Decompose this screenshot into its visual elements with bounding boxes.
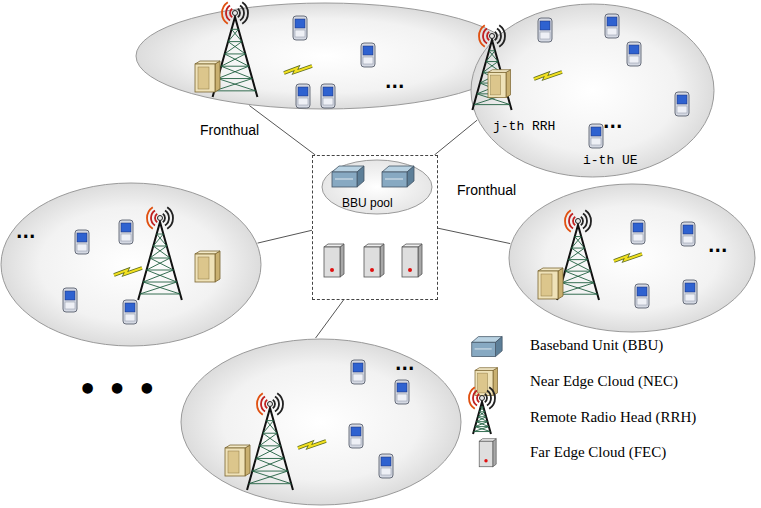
bbu-icon <box>382 166 414 187</box>
ue-phone-icon <box>681 222 695 246</box>
ue-phone-icon <box>63 288 77 312</box>
fec-server-icon <box>324 244 344 277</box>
rrh-tower-icon <box>472 25 511 110</box>
ellipse-outline <box>509 184 755 332</box>
ellipsis-mark: ... <box>16 222 35 242</box>
bbu-pool-ellipse: BBU pool <box>321 159 433 215</box>
ue-phone-icon <box>75 230 89 254</box>
legend-text: Baseband Unit (BBU) <box>530 337 663 354</box>
wireless-link-icon <box>284 66 312 73</box>
wireless-link-icon <box>298 441 326 448</box>
fronthaul-link <box>434 120 477 155</box>
cell-ellipse: j-th RRH i-th UE... <box>470 3 715 178</box>
ellipsis-mark: ... <box>708 236 727 256</box>
legend-text: Far Edge Cloud (FEC) <box>530 444 666 461</box>
rrh-tower-icon <box>557 210 599 300</box>
nec-cabinet-icon <box>195 61 220 92</box>
cell-ellipse: ... <box>135 2 515 110</box>
rrh-tower-icon <box>138 207 182 300</box>
ue-phone-icon <box>683 280 697 304</box>
rrh-label: j-th RRH <box>493 119 555 134</box>
nec-cabinet-icon <box>475 368 498 396</box>
fec-server-icon <box>402 244 422 277</box>
ue-phone-icon <box>293 16 307 40</box>
nec-cabinet-icon <box>538 268 563 299</box>
ellipsis-mark: ... <box>603 112 622 132</box>
nec-cabinet-icon <box>488 70 511 98</box>
nec-cabinet-icon <box>225 445 250 476</box>
ellipse-outline <box>471 4 714 177</box>
ue-phone-icon <box>119 220 133 244</box>
ue-phone-icon <box>627 42 641 66</box>
cell-ellipse: ... <box>0 182 262 347</box>
ue-phone-icon <box>321 84 335 108</box>
ellipse-outline <box>136 3 514 109</box>
ellipse-outline <box>180 338 462 506</box>
cell-ellipse: ... <box>180 338 462 506</box>
ue-phone-icon <box>538 18 552 42</box>
fronthaul-link <box>258 230 312 243</box>
ue-label: i-th UE <box>583 153 638 168</box>
rrh-tower-icon <box>247 393 293 490</box>
wireless-link-icon <box>614 254 642 261</box>
rrh-tower-icon <box>213 2 258 97</box>
ellipse-outline <box>181 339 461 505</box>
ellipsis-mark: ... <box>385 72 404 92</box>
rrh-tower-icon <box>469 387 495 434</box>
ue-phone-icon <box>605 14 619 38</box>
ellipse-outline <box>508 183 756 333</box>
wireless-link-icon <box>534 72 562 79</box>
ue-phone-icon <box>635 284 649 308</box>
ellipse-outline <box>322 160 432 214</box>
ue-phone-icon <box>123 300 137 324</box>
legend-text: Near Edge Cloud (NEC) <box>530 373 678 390</box>
ellipsis-mark: ... <box>395 354 414 374</box>
ue-phone-icon <box>349 424 363 448</box>
legend-text: Remote Radio Head (RRH) <box>530 409 696 426</box>
fec-server-icon <box>364 244 384 277</box>
ellipse-outline <box>470 3 715 178</box>
wireless-link-icon <box>114 268 142 275</box>
fronthaul-link <box>316 300 344 338</box>
central-dashed-box: BBU pool <box>312 155 438 300</box>
ue-phone-icon <box>351 360 365 384</box>
bbu-icon <box>472 337 502 357</box>
ue-phone-icon <box>296 84 310 108</box>
ue-phone-icon <box>631 220 645 244</box>
fronthaul-link <box>438 228 510 243</box>
pool-label: BBU pool <box>342 196 393 210</box>
bbu-icon <box>332 166 364 187</box>
ue-phone-icon <box>589 124 603 148</box>
ue-phone-icon <box>675 92 689 116</box>
ellipse-outline <box>135 2 515 110</box>
ue-phone-icon <box>361 43 375 67</box>
fec-server-icon <box>479 439 496 467</box>
link-label: Fronthual <box>455 182 518 198</box>
ue-phone-icon <box>395 380 409 404</box>
ue-phone-icon <box>379 454 393 478</box>
ellipse-outline <box>0 182 262 347</box>
nec-cabinet-icon <box>195 251 220 282</box>
link-label: Fronthual <box>198 122 261 138</box>
ellipse-outline <box>1 183 261 346</box>
continuation-dots: • • • <box>78 372 156 407</box>
cell-ellipse: ... <box>508 183 756 333</box>
